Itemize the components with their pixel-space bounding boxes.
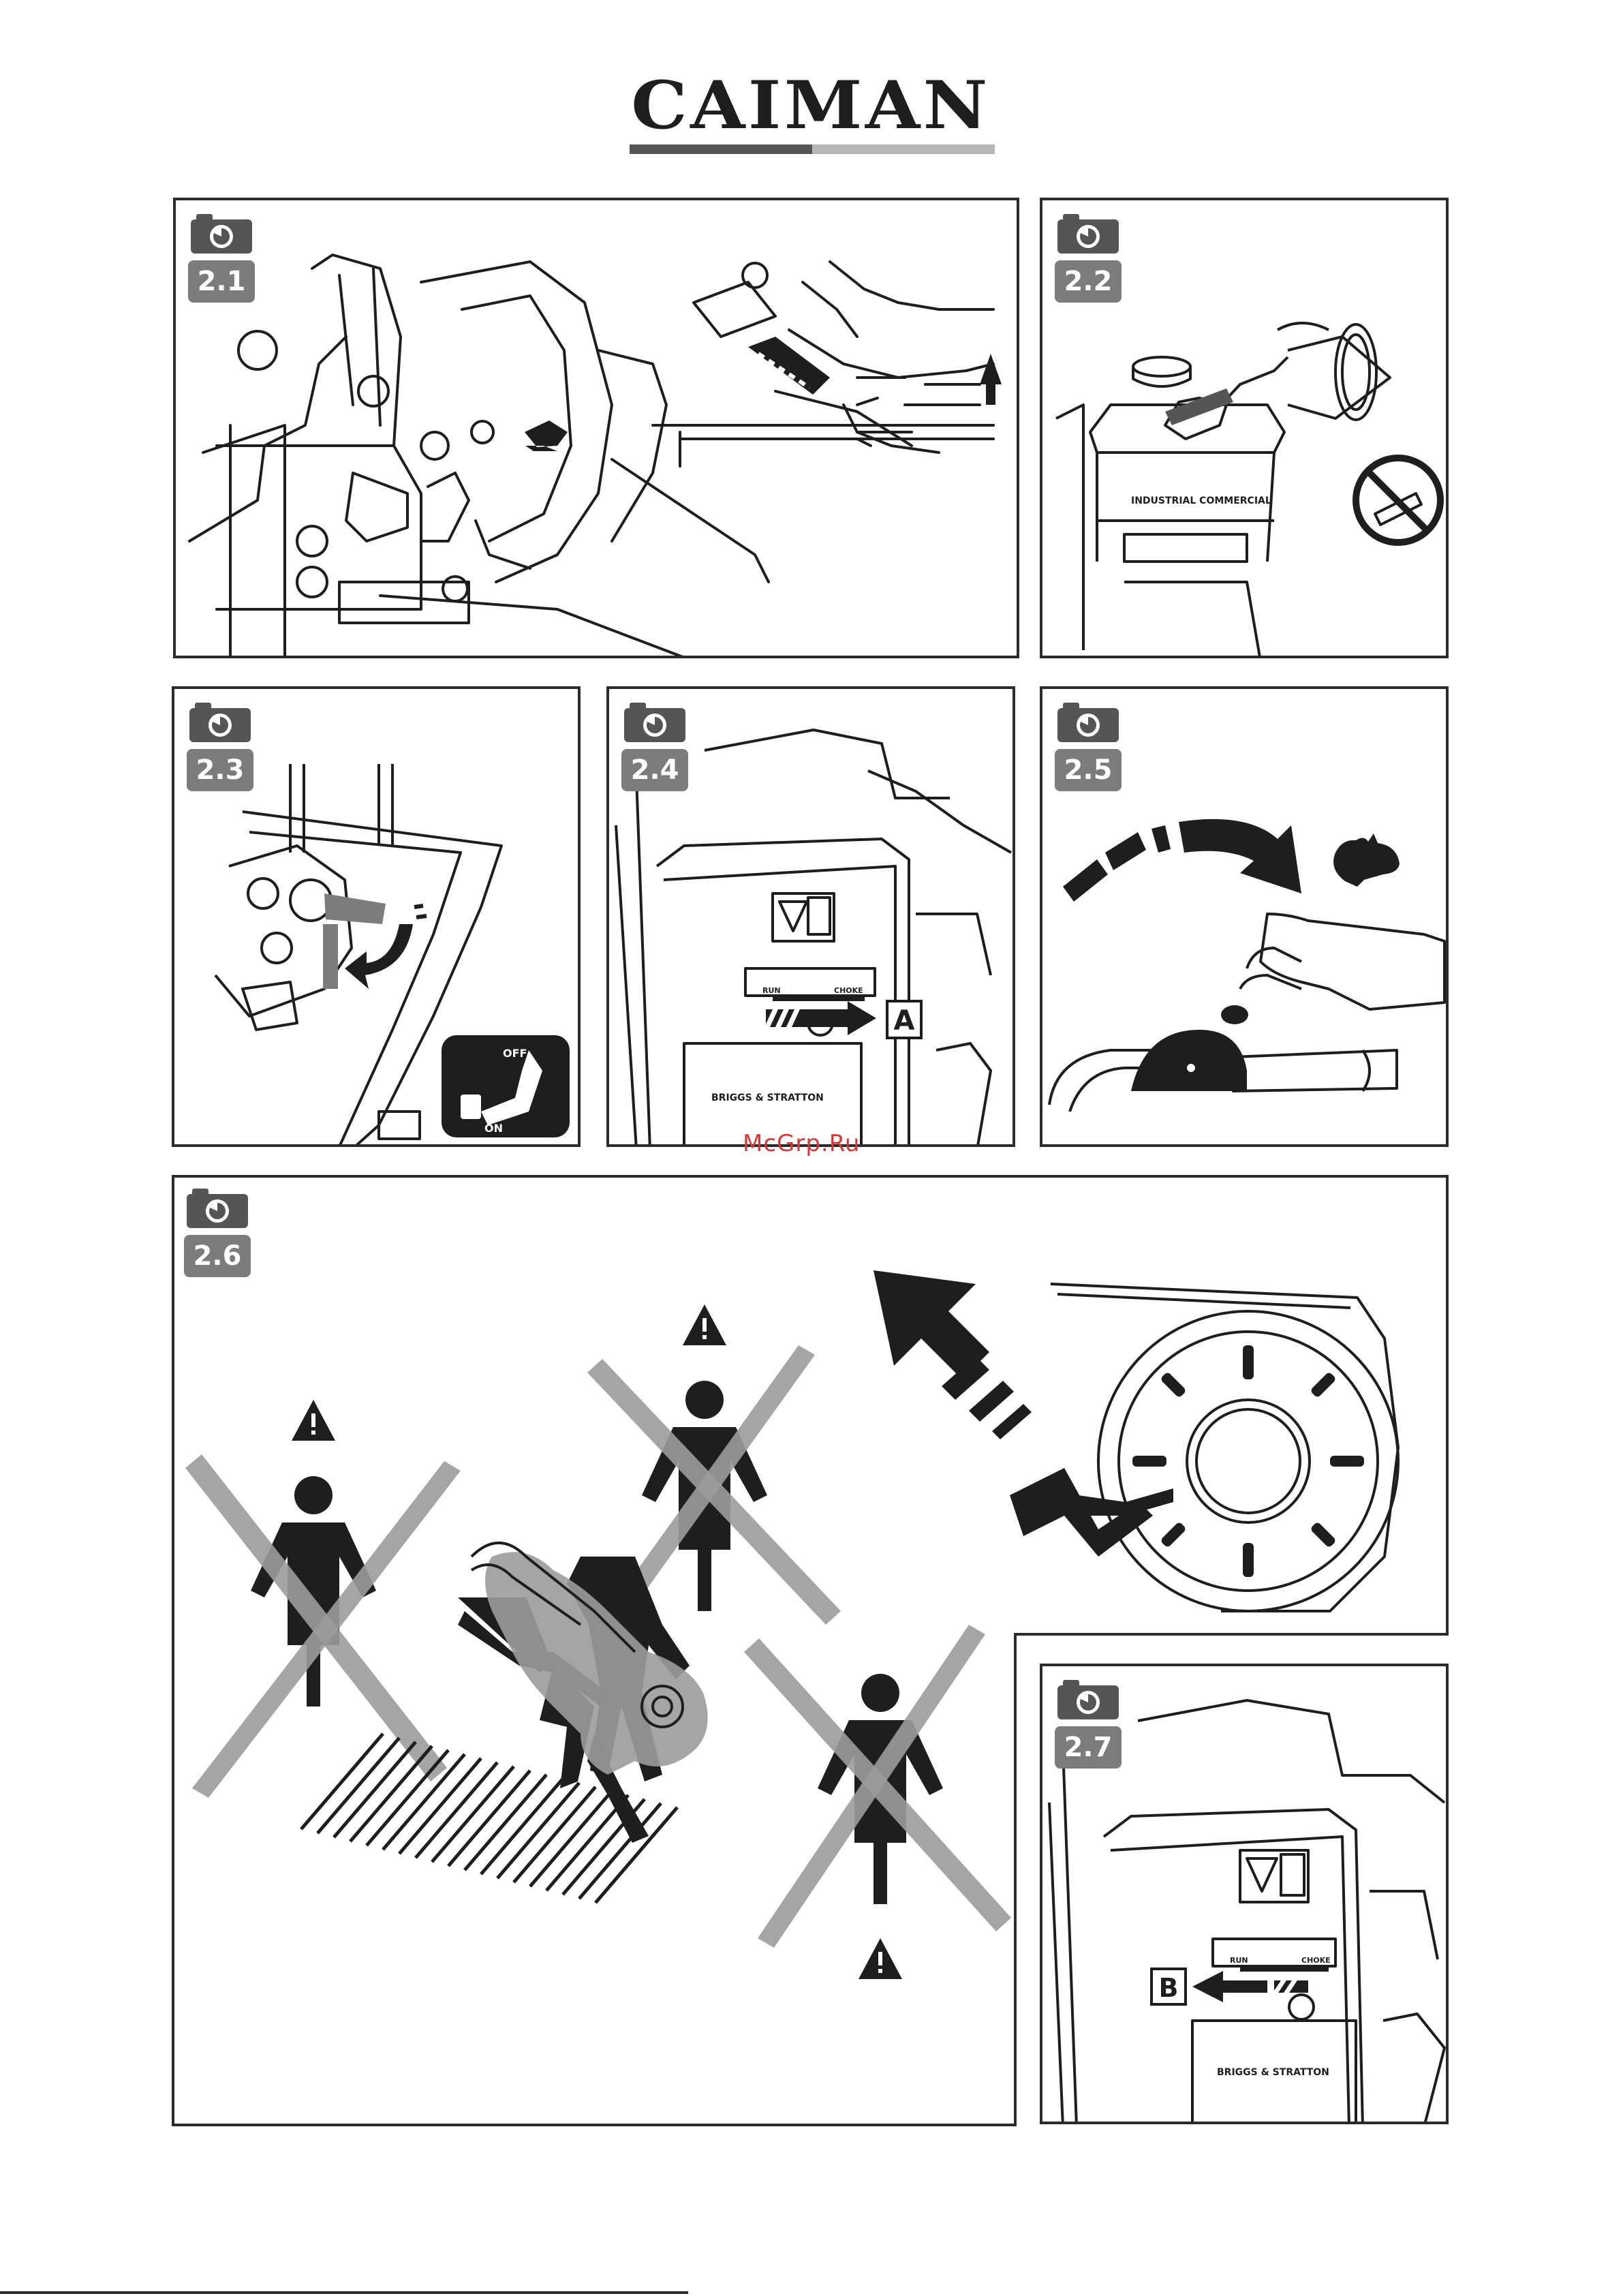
figure-number: 2.5 — [1055, 749, 1122, 791]
plate-text: BRIGGS & STRATTON — [1217, 2067, 1329, 2078]
figure-tag-2-6: 2.6 — [184, 1187, 251, 1277]
switch-on-label: ON — [484, 1122, 503, 1135]
figure-number: 2.3 — [187, 749, 253, 791]
figure-number: 2.7 — [1055, 1726, 1122, 1769]
brand-logo: CAIMAN — [627, 68, 995, 157]
camera-icon — [187, 701, 253, 744]
figure-tag-2-4: 2.4 — [621, 701, 688, 791]
figure-tag-2-2: 2.2 — [1055, 213, 1122, 303]
figure-number: 2.1 — [188, 260, 255, 303]
panel-2-5: 2.5 — [1040, 686, 1449, 1147]
lever-run-label: RUN — [762, 986, 781, 995]
rabbit-icon — [1333, 833, 1400, 887]
watermark: McGrp.Ru — [743, 1130, 860, 1157]
lever-run-label: RUN — [1230, 1956, 1248, 1965]
figure-number: 2.6 — [184, 1235, 251, 1277]
logo-bar-dark — [630, 144, 812, 154]
figure-tag-2-3: 2.3 — [187, 701, 253, 791]
logo-text: CAIMAN — [612, 68, 1009, 143]
camera-icon — [1055, 213, 1122, 255]
camera-icon — [188, 213, 255, 255]
tank-label: INDUSTRIAL COMMERCIAL — [1131, 495, 1271, 506]
camera-icon — [1055, 701, 1122, 744]
camera-icon — [1055, 1679, 1122, 1721]
panel-2-7: B RUN CHOKE BRIGGS & STRATTON 2.7 — [1040, 1664, 1449, 2124]
switch-off-label: OFF — [503, 1047, 527, 1060]
marker-a: A — [894, 1005, 915, 1037]
camera-icon — [184, 1187, 251, 1229]
figure-number: 2.2 — [1055, 260, 1122, 303]
fuel-valve-illustration — [176, 200, 1019, 658]
camera-icon — [621, 701, 688, 744]
figure-number: 2.4 — [621, 749, 688, 791]
marker-b: B — [1159, 1973, 1179, 2003]
panel-2-2: INDUSTRIAL COMMERCIAL 2.2 — [1040, 198, 1449, 658]
plate-text: BRIGGS & STRATTON — [711, 1092, 824, 1103]
figure-tag-2-7: 2.7 — [1055, 1679, 1122, 1769]
panel-2-1: 2.1 — [173, 198, 1019, 658]
panel-2-4: A RUN CHOKE BRIGGS & STRATTON 2.4 — [606, 686, 1015, 1147]
panel-2-3: OFF ON 2.3 — [172, 686, 581, 1147]
figure-tag-2-1: 2.1 — [188, 213, 255, 303]
lever-choke-label: CHOKE — [1301, 1956, 1331, 1965]
logo-bar-light — [812, 144, 995, 154]
footer-rule — [0, 2291, 688, 2294]
figure-tag-2-5: 2.5 — [1055, 701, 1122, 791]
lever-choke-label: CHOKE — [834, 986, 863, 995]
